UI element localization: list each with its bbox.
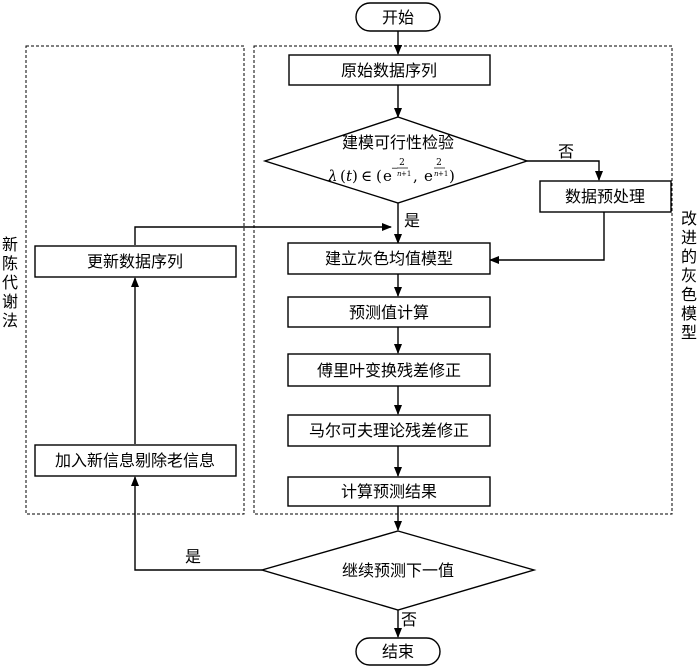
edge-preprocess-to-build [489,212,605,264]
connectors [131,31,605,638]
build-model-label: 建立灰色均值模型 [325,249,453,268]
formula-paren-open: ( [340,167,346,185]
preprocess-node: 数据预处理 [539,180,672,213]
group-label-char: 色 [681,285,697,304]
compute-result-node: 计算预测结果 [287,476,491,507]
group-label-char: 进 [681,228,697,247]
build-model-node: 建立灰色均值模型 [287,242,491,275]
add-remove-label: 加入新信息剔除老信息 [55,451,215,470]
fourier-fix-node: 傅里叶变换残差修正 [287,353,491,387]
edge-label-no-check: 否 [558,142,574,161]
formula-minus: − [391,164,399,174]
start-label: 开始 [382,8,414,27]
formula-e1: e [383,167,392,185]
improved-model-group-label: 改 进 的 灰 色 模 型 [681,209,697,342]
predict-calc-node: 预测值计算 [287,296,491,328]
start-node: 开始 [355,2,441,32]
formula-num1: 2 [399,158,405,168]
predict-calc-label: 预测值计算 [349,303,429,322]
feasibility-check-node: 建模可行性检验 λ ( t ) ∈ ( e − 2 n +1 , e 2 n +… [262,116,530,204]
edge-label-yes-check: 是 [404,211,420,230]
formula-den-rest1: +1 [401,170,411,178]
markov-fix-node: 马尔可夫理论残差修正 [287,414,491,447]
continue-predict-label: 继续预测下一值 [342,561,454,580]
formula-comma: , [413,167,418,185]
edge-continue-yes-to-add [131,476,262,571]
group-label-char: 谢 [2,292,18,311]
preprocess-label: 数据预处理 [565,187,645,206]
formula-den-rest2: +1 [438,170,448,178]
formula-lambda: λ [327,167,338,185]
metabolism-group-label: 新 陈 代 谢 法 [2,235,18,330]
compute-result-label: 计算预测结果 [341,482,437,501]
group-label-char: 型 [681,323,697,342]
formula-e2: e [424,167,433,185]
improved-model-group-box [253,45,673,515]
update-data-label: 更新数据序列 [87,252,183,271]
edge-update-to-merge [134,223,392,245]
formula-in: ∈ [361,167,372,185]
edge-check-no-to-preprocess [527,160,603,181]
formula-t: t [346,167,353,185]
group-label-char: 改 [681,209,697,228]
group-label-char: 灰 [681,266,697,285]
group-label-char: 陈 [2,254,18,273]
formula-den-n1: n [397,170,402,178]
feasibility-formula: λ ( t ) ∈ ( e − 2 n +1 , e 2 n +1 ) [327,158,455,185]
group-label-char: 的 [681,247,697,266]
group-label-char: 法 [2,311,18,330]
original-data-node: 原始数据序列 [288,54,491,86]
end-node: 结束 [355,637,441,666]
formula-den-n2: n [434,170,439,178]
end-label: 结束 [382,642,414,661]
fourier-fix-label: 傅里叶变换残差修正 [317,361,461,380]
formula-open: ( [376,167,382,185]
original-data-label: 原始数据序列 [341,61,437,80]
group-label-char: 新 [2,235,18,254]
group-label-char: 模 [681,304,697,323]
edge-label-no-continue: 否 [401,610,417,629]
feasibility-check-label: 建模可行性检验 [342,133,454,152]
edge-label-yes-continue: 是 [185,547,201,566]
markov-fix-label: 马尔可夫理论残差修正 [309,421,469,440]
group-label-char: 代 [2,273,18,292]
formula-close: ) [449,167,455,185]
continue-predict-node: 继续预测下一值 [259,530,537,611]
update-data-node: 更新数据序列 [34,245,237,278]
add-remove-node: 加入新信息剔除老信息 [34,444,237,477]
formula-paren-close: ) [352,167,358,185]
formula-num2: 2 [436,158,442,168]
